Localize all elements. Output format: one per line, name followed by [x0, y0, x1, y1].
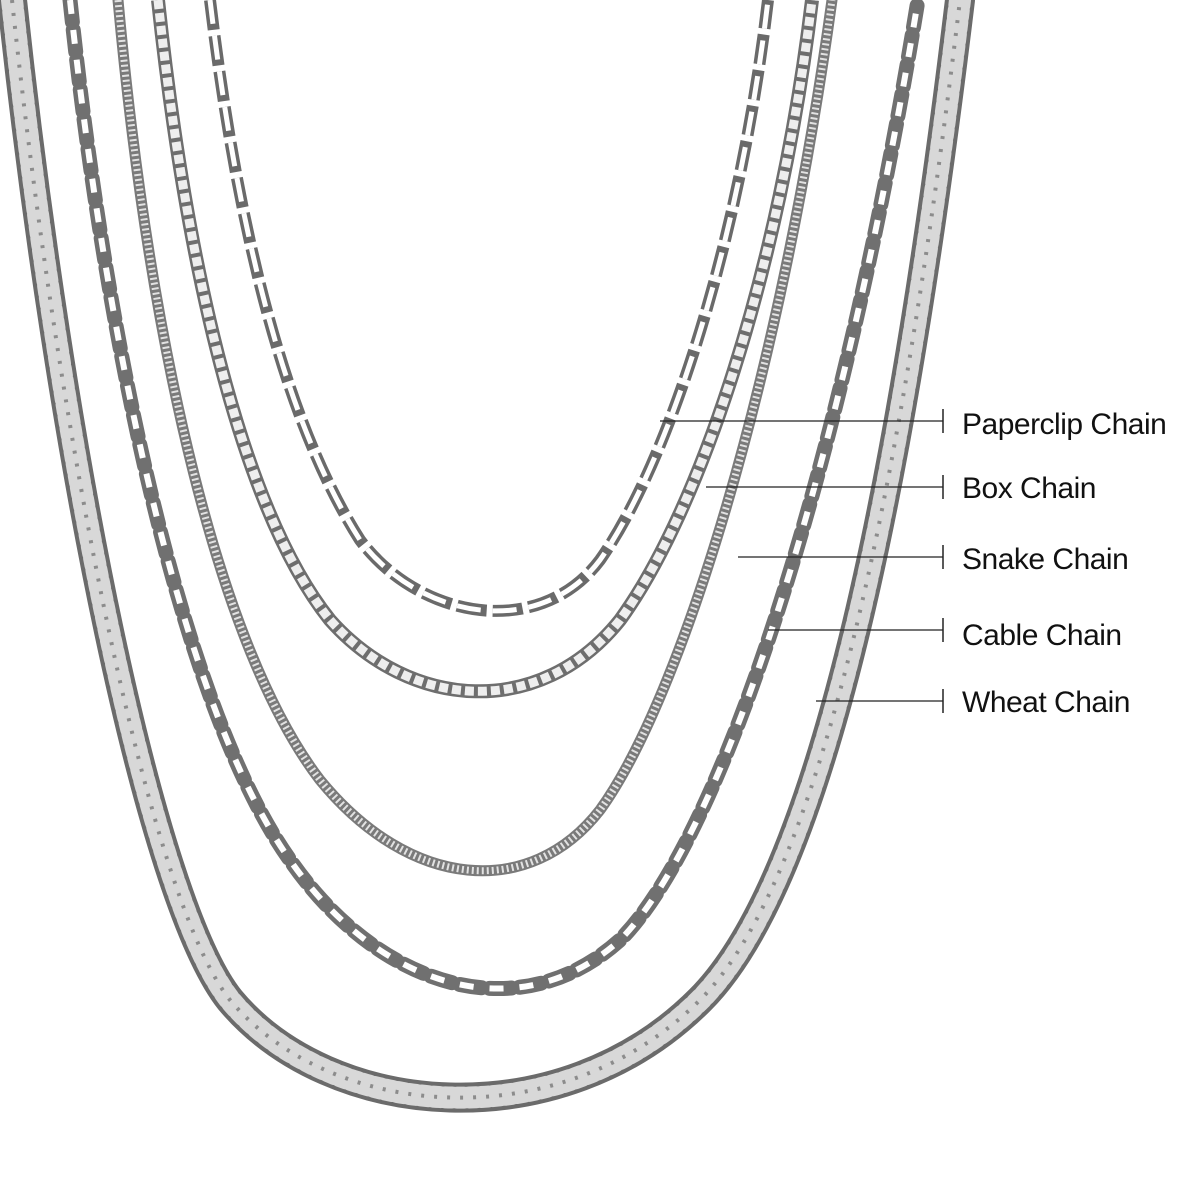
label-wheat: Wheat Chain: [816, 686, 1130, 719]
paperclip-chain: [204, 0, 774, 617]
box-chain: [151, 0, 819, 699]
wheat-chain: [0, 0, 975, 1113]
cable-chain: [62, 0, 926, 996]
label-paperclip: Paperclip Chain: [660, 408, 1167, 441]
label-snake: Snake Chain: [738, 543, 1129, 576]
label-text-cable: Cable Chain: [962, 619, 1122, 652]
label-box: Box Chain: [706, 472, 1096, 505]
label-text-box: Box Chain: [962, 472, 1096, 505]
label-text-wheat: Wheat Chain: [962, 686, 1130, 719]
label-cable: Cable Chain: [768, 618, 1122, 652]
label-text-snake: Snake Chain: [962, 543, 1128, 576]
label-text-paperclip: Paperclip Chain: [962, 408, 1166, 441]
snake-chain: [112, 0, 838, 877]
